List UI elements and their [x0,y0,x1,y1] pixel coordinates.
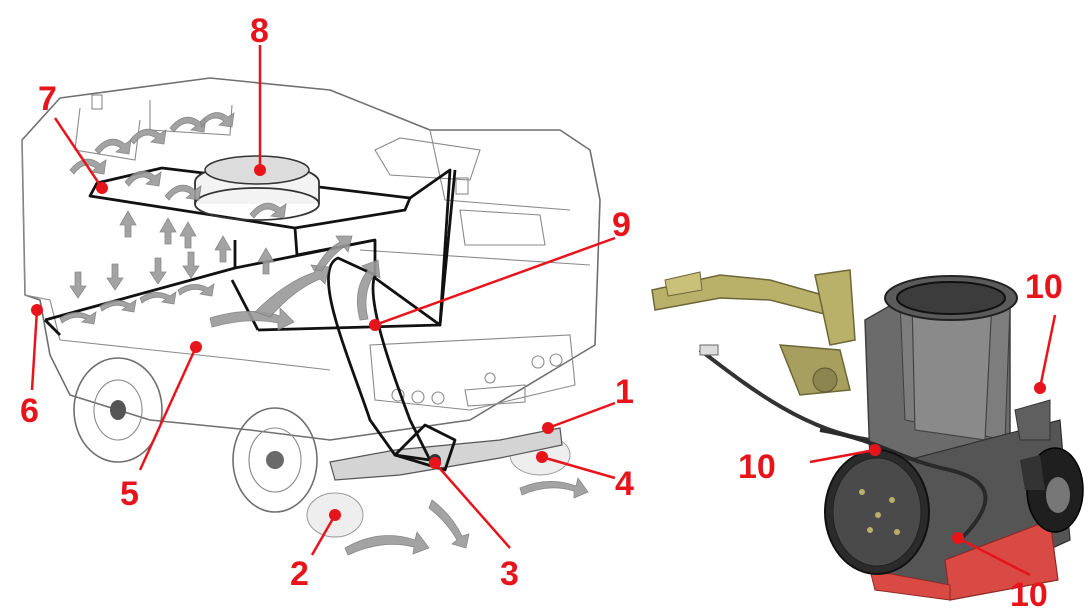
svg-text:5: 5 [120,475,139,513]
callout-7: 7 [38,80,108,194]
callout-10-top: 10 [1025,268,1063,394]
callout-6: 6 [20,304,43,430]
rear-wheel-left [73,357,163,463]
fan-housing [194,155,320,221]
callouts: 1 2 3 4 5 6 [20,12,1063,614]
svg-text:1: 1 [615,373,634,411]
callout-9: 9 [369,206,631,331]
front-wheel [232,407,318,513]
svg-text:3: 3 [500,555,519,593]
svg-text:10: 10 [1010,576,1048,614]
svg-text:6: 6 [20,392,39,430]
svg-text:9: 9 [612,206,631,244]
callout-10-bottom: 10 [952,532,1048,614]
callout-4: 4 [536,451,634,503]
svg-text:8: 8 [250,12,269,50]
svg-text:2: 2 [290,555,309,593]
filter-plate [88,166,412,230]
callout-2: 2 [290,509,341,593]
callout-1: 1 [542,373,634,434]
brush-frame [329,427,563,481]
callout-3: 3 [429,457,519,593]
svg-text:10: 10 [738,448,776,486]
suction-attachment-photo [651,269,1084,601]
svg-text:7: 7 [38,80,57,118]
suction-duct [327,256,432,462]
hitch-frame [651,269,871,442]
sweeper-illustration [21,77,601,556]
attachment-body [819,275,1084,601]
svg-text:4: 4 [615,465,634,503]
callout-5: 5 [120,341,202,513]
callout-10-middle: 10 [738,444,881,486]
svg-text:10: 10 [1025,268,1063,306]
callout-8: 8 [250,12,269,170]
airflow-arrows [59,112,589,556]
